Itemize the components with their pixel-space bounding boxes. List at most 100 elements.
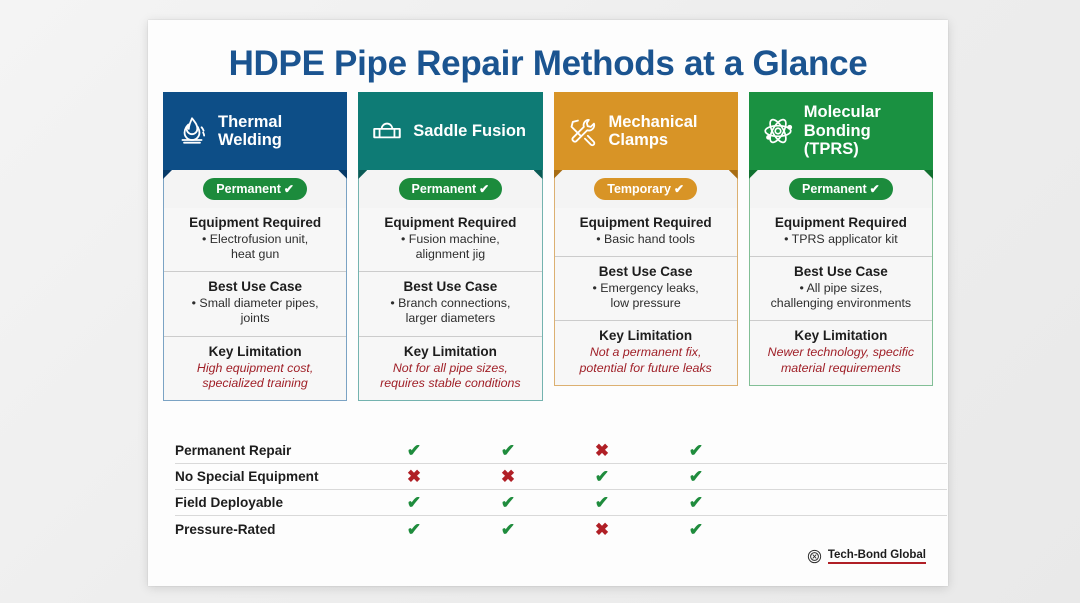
best-use-section: Best Use Case • Branch connections, larg…	[359, 271, 542, 336]
card-header: Thermal Welding	[163, 92, 348, 179]
card-mechanical-clamps[interactable]: Mechanical Clamps Temporary✔ Equipment R…	[553, 92, 738, 401]
status-badge-label: Permanent	[216, 181, 281, 196]
limitation-heading: Key Limitation	[599, 328, 693, 344]
equipment-text: • TPRS applicator kit	[784, 231, 898, 246]
equipment-text: • Electrofusion unit, heat gun	[201, 231, 309, 261]
limitation-section: Key Limitation Not a permanent fix, pote…	[554, 320, 737, 385]
matrix-row: Pressure-Rated✔✔✖✔	[175, 516, 947, 542]
ribbon-fold-right	[338, 170, 348, 179]
badge-row: Permanent✔	[749, 170, 932, 208]
matrix-check-icon: ✔	[406, 441, 422, 460]
limitation-heading: Key Limitation	[403, 343, 497, 359]
card-title: Mechanical Clamps	[608, 112, 698, 149]
limitation-heading: Key Limitation	[208, 343, 302, 359]
status-badge: Permanent✔	[789, 178, 893, 200]
matrix-row-label: No Special Equipment	[175, 469, 319, 484]
best-use-section: Best Use Case • Small diameter pipes, jo…	[164, 271, 347, 336]
matrix-check-icon: ✔	[500, 519, 516, 539]
best-use-text: • All pipe sizes, challenging environmen…	[770, 280, 912, 310]
matrix-row-label: Field Deployable	[175, 495, 284, 510]
best-use-heading: Best Use Case	[598, 263, 693, 279]
ribbon-fold-left	[553, 170, 563, 179]
matrix-check-icon: ✔	[594, 467, 610, 486]
matrix-check-icon: ✔	[688, 467, 704, 486]
badge-check-icon: ✔	[869, 181, 880, 196]
matrix-check-icon: ✔	[688, 493, 704, 512]
equipment-text: • Fusion machine, alignment jig	[401, 231, 500, 261]
matrix-check-icon: ✔	[594, 493, 610, 512]
limitation-text: Newer technology, specific material requ…	[767, 345, 915, 375]
card-molecular-bonding[interactable]: Molecular Bonding (TPRS) Permanent✔ Equi…	[748, 92, 933, 401]
matrix-row: No Special Equipment✖✖✔✔	[175, 464, 947, 490]
brand-name: Tech-Bond Global	[827, 549, 926, 564]
limitation-section: Key Limitation Newer technology, specifi…	[749, 320, 932, 385]
card-header: Molecular Bonding (TPRS)	[748, 92, 933, 179]
matrix-cross-icon: ✖	[406, 467, 422, 486]
ribbon-fold-left	[748, 170, 758, 179]
limitation-section: Key Limitation High equipment cost, spec…	[164, 335, 347, 401]
matrix-check-icon: ✔	[406, 519, 422, 539]
matrix-check-icon: ✔	[406, 493, 422, 512]
page-title: HDPE Pipe Repair Methods at a Glance	[228, 44, 868, 83]
limitation-section: Key Limitation Not for all pipe sizes, r…	[359, 335, 542, 401]
equipment-heading: Equipment Required	[579, 214, 712, 230]
card-header: Mechanical Clamps	[553, 92, 738, 179]
badge-check-icon: ✔	[283, 181, 294, 196]
pipe-saddle-icon	[370, 114, 404, 148]
matrix-check-icon: ✔	[688, 519, 704, 539]
card-title: Saddle Fusion	[413, 121, 527, 140]
atom-icon	[761, 114, 795, 148]
status-badge: Permanent✔	[398, 178, 503, 200]
best-use-text: • Emergency leaks, low pressure	[592, 280, 699, 310]
card-saddle-fusion[interactable]: Saddle Fusion Permanent✔ Equipment Requi…	[358, 92, 543, 401]
equipment-text: • Basic hand tools	[596, 231, 695, 246]
card-body: Permanent✔ Equipment Required • Electrof…	[163, 170, 348, 401]
matrix-row: Permanent Repair✔✔✖✔	[175, 438, 947, 464]
limitation-text: High equipment cost, specialized trainin…	[196, 360, 314, 390]
card-title: Thermal Welding	[218, 112, 283, 149]
limitation-text: Not for all pipe sizes, requires stable …	[380, 360, 521, 390]
badge-row: Temporary✔	[554, 170, 737, 208]
badge-check-icon: ✔	[673, 181, 684, 196]
card-header: Saddle Fusion	[358, 92, 543, 179]
limitation-heading: Key Limitation	[794, 328, 888, 344]
equipment-heading: Equipment Required	[189, 214, 322, 230]
best-use-heading: Best Use Case	[403, 279, 498, 294]
equipment-heading: Equipment Required	[384, 214, 517, 230]
matrix-cross-icon: ✖	[594, 441, 610, 460]
matrix-row: Field Deployable ✔ ✔ ✔ ✔	[175, 490, 947, 516]
status-badge: Temporary✔	[594, 178, 697, 200]
infographic-panel: HDPE Pipe Repair Methods at a Glance	[148, 20, 948, 586]
matrix-row-label: Permanent Repair	[175, 443, 292, 458]
best-use-heading: Best Use Case	[208, 279, 303, 294]
tools-icon	[566, 114, 600, 148]
badge-row: Permanent✔	[164, 170, 347, 208]
brand-footer: Tech-Bond Global	[807, 549, 926, 564]
matrix-check-icon: ✔	[500, 441, 516, 460]
best-use-text: • Branch connections, larger diameters	[390, 296, 511, 326]
status-badge: Permanent✔	[203, 178, 307, 200]
equipment-section: Equipment Required • TPRS applicator kit	[750, 208, 932, 256]
status-badge-label: Permanent	[411, 181, 477, 196]
status-badge-label: Temporary	[607, 181, 671, 196]
best-use-heading: Best Use Case	[793, 263, 888, 279]
equipment-heading: Equipment Required	[774, 214, 907, 230]
comparison-matrix: Permanent Repair ✔ ✔ ✖ ✔ No Special Equipment…	[175, 438, 947, 542]
method-cards: Thermal Welding Permanent✔ Equipment Req…	[163, 92, 933, 401]
ribbon-fold-right	[728, 170, 738, 179]
flame-icon	[175, 114, 209, 148]
ribbon-fold-left	[163, 170, 172, 179]
matrix-row-label: Pressure-Rated	[175, 521, 276, 537]
ribbon-fold-left	[358, 170, 368, 179]
best-use-section: Best Use Case • Emergency leaks, low pre…	[554, 255, 737, 321]
card-thermal-welding[interactable]: Thermal Welding Permanent✔ Equipment Req…	[163, 92, 348, 401]
card-title: Molecular Bonding (TPRS)	[803, 103, 881, 159]
badge-check-icon: ✔	[479, 181, 490, 196]
ribbon-fold-right	[533, 170, 543, 179]
matrix-check-icon: ✔	[500, 493, 516, 512]
card-body: Permanent✔ Equipment Required • Fusion m…	[358, 170, 543, 401]
equipment-section: Equipment Required • Fusion machine, ali…	[359, 208, 541, 272]
equipment-section: Equipment Required • Electrofusion unit,…	[164, 208, 346, 272]
limitation-text: Not a permanent fix, potential for futur…	[579, 345, 712, 375]
